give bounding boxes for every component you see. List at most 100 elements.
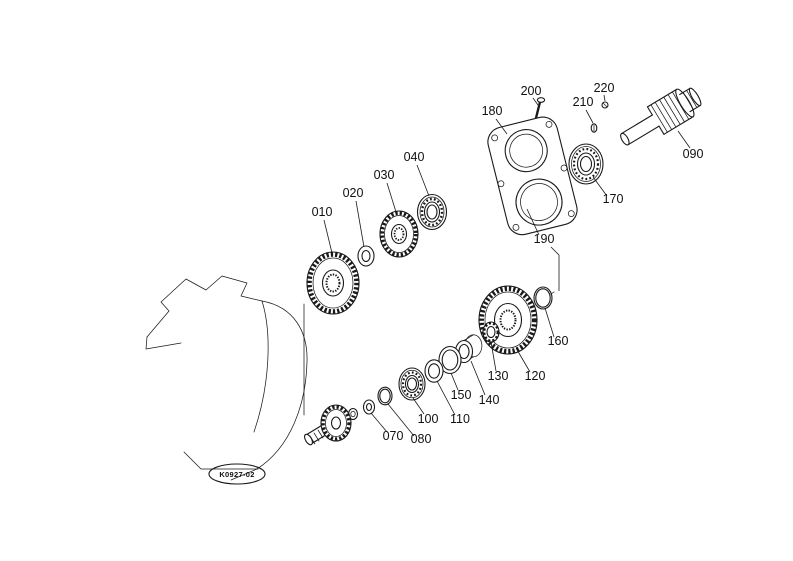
pinion-root-circle — [325, 409, 347, 437]
callout-020[interactable]: 020 — [343, 186, 364, 200]
case-outer-curve — [230, 300, 308, 481]
gear-tip-circle — [478, 285, 538, 355]
bearing-inner-race — [576, 152, 596, 176]
bolt-hole — [497, 180, 505, 188]
callout-220[interactable]: 220 — [594, 81, 615, 95]
bearing-bore — [426, 204, 438, 220]
snap-ring-inner — [535, 288, 551, 308]
leader-150 — [450, 372, 459, 391]
callout-160[interactable]: 160 — [548, 334, 569, 348]
bearing-balls — [401, 371, 423, 397]
snap-ring-outer — [533, 286, 553, 310]
bearing-ring — [571, 146, 601, 182]
callout-200[interactable]: 200 — [521, 84, 542, 98]
spline-ticks — [650, 91, 689, 133]
hub-bore — [486, 325, 496, 339]
case-bottom-edge — [183, 451, 259, 470]
part-170-bearing — [568, 143, 604, 185]
case-top-bracket — [146, 275, 263, 338]
callout-030[interactable]: 030 — [374, 168, 395, 182]
callout-210[interactable]: 210 — [573, 95, 594, 109]
bearing-ring — [400, 369, 424, 399]
callout-070[interactable]: 070 — [383, 429, 404, 443]
leader-180 — [495, 118, 508, 135]
callout-180[interactable]: 180 — [482, 104, 503, 118]
callout-170[interactable]: 170 — [603, 192, 624, 206]
callout-100[interactable]: 100 — [418, 412, 439, 426]
gear-spline-bore — [499, 309, 517, 331]
leader-220 — [603, 94, 606, 102]
callout-140[interactable]: 140 — [479, 393, 500, 407]
part-100-bearing — [398, 367, 426, 401]
bearing-balls — [572, 147, 600, 181]
snap-ring-gap — [550, 291, 555, 295]
bolt-hole — [545, 120, 553, 128]
leader-200 — [532, 97, 539, 106]
spline-end-face — [675, 88, 695, 118]
cover-upper-bore — [504, 129, 548, 173]
bolt-head — [536, 97, 546, 103]
callout-120[interactable]: 120 — [525, 369, 546, 383]
gear-root-circle — [312, 257, 354, 309]
cover-lower-bore — [515, 178, 563, 226]
small-nut — [347, 407, 359, 421]
callout-090[interactable]: 090 — [683, 147, 704, 161]
shaft-step — [646, 106, 665, 135]
shaft-spline-ticks — [309, 429, 324, 445]
leader-080 — [387, 403, 415, 437]
gear-teeth — [479, 286, 537, 354]
ring-inner — [427, 363, 441, 379]
transmission-case-outline — [145, 275, 308, 481]
shaft-tip-stub — [679, 87, 701, 113]
part-020-collar — [357, 245, 375, 267]
gear-hub — [321, 269, 345, 297]
bearing-bore — [579, 155, 593, 173]
cover-lower-recess — [520, 183, 558, 221]
callout-190[interactable]: 190 — [534, 232, 555, 246]
part-030-gear — [379, 210, 419, 258]
callout-110[interactable]: 110 — [450, 412, 470, 426]
bearing-ring — [419, 196, 445, 228]
part-160-snap-ring — [533, 286, 555, 310]
bearing-inner-race — [423, 201, 441, 223]
figure-code-oval — [208, 463, 266, 485]
washer-outer — [362, 399, 376, 415]
leader-010 — [323, 219, 333, 254]
part-110-ring — [424, 359, 444, 383]
gear-teeth — [307, 252, 359, 314]
part-090-shaft — [620, 87, 702, 146]
leader-190-bracket — [550, 246, 560, 291]
leader-190 — [526, 208, 540, 236]
washer-bore — [365, 402, 373, 412]
leader-130 — [490, 341, 497, 372]
part-080-snap-ring — [377, 386, 393, 406]
leader-100 — [412, 397, 425, 415]
leader-030 — [386, 182, 397, 213]
tip-spline-ticks — [683, 90, 697, 110]
bolt-shank — [534, 101, 542, 121]
gear-root-circle — [484, 291, 532, 349]
callout-010[interactable]: 010 — [312, 205, 333, 219]
gear-hub — [390, 223, 408, 245]
callout-040[interactable]: 040 — [404, 150, 425, 164]
gear-tip-circle — [306, 251, 360, 315]
gear-web — [493, 302, 523, 338]
leader-160 — [544, 307, 555, 338]
snap-ring-outer — [377, 386, 393, 406]
bolt-hole — [560, 164, 568, 172]
callout-080[interactable]: 080 — [411, 432, 432, 446]
gear-spline-bore — [325, 273, 341, 293]
leader-140 — [470, 360, 486, 396]
leader-070 — [370, 412, 388, 433]
leader-090 — [677, 130, 691, 149]
leader-120 — [515, 347, 531, 373]
pinion-shaft — [304, 404, 352, 446]
race-inner — [441, 349, 459, 371]
bolt-hole — [491, 134, 499, 142]
callout-130[interactable]: 130 — [488, 369, 509, 383]
callout-150[interactable]: 150 — [451, 388, 472, 402]
cover-upper-recess — [509, 133, 544, 168]
callout-labels: 010 020 030 040 070 080 090 100 110 120 … — [312, 81, 704, 446]
